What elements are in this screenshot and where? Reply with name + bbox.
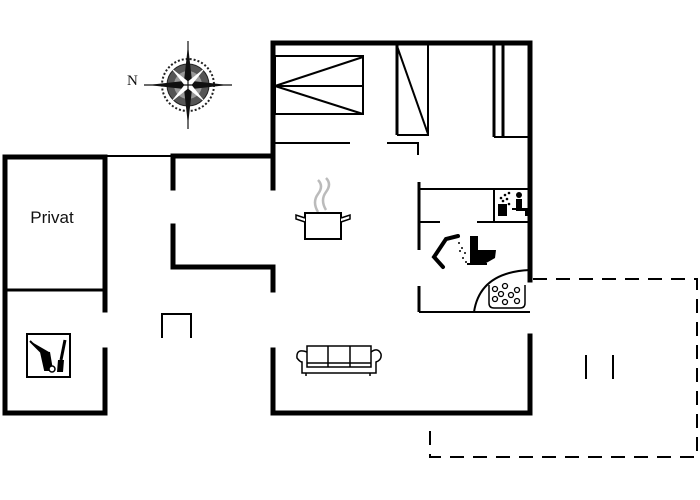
cleaning-tools-icon [26, 333, 71, 378]
room-bedroom-1 [273, 55, 364, 144]
wardrobe [161, 313, 192, 338]
room-bathroom [417, 182, 531, 313]
sauna-icon [498, 191, 528, 216]
toilet-icon [467, 236, 496, 265]
room-entrance-hall [105, 153, 276, 338]
room-utility [2, 287, 108, 416]
sofa-icon [296, 345, 382, 376]
bed-icon [274, 55, 364, 115]
cooking-pot-icon [295, 177, 351, 240]
room-kitchen [295, 177, 351, 240]
main-building-walls [270, 40, 533, 416]
room-living-room [296, 345, 382, 376]
compass-rose-icon [144, 41, 232, 129]
bunk-bed-icon [492, 45, 530, 138]
whirlpool-icon [473, 269, 531, 313]
room-label-privat: Privat [30, 208, 74, 227]
room-bedroom-2 [387, 43, 530, 155]
terrace [429, 278, 698, 458]
shower-icon [431, 234, 467, 269]
compass-north-label: N [127, 73, 138, 89]
